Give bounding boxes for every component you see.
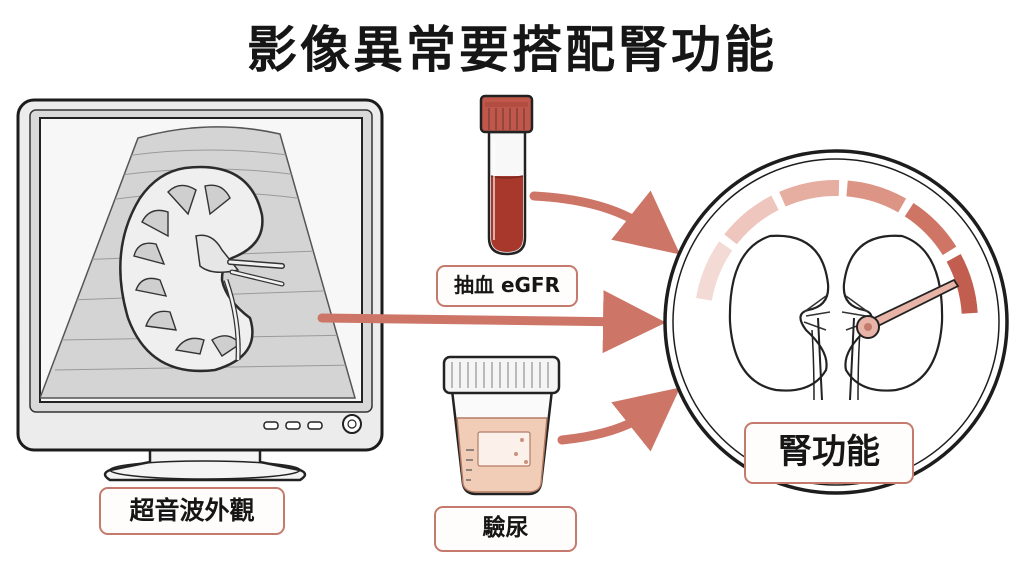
gauge-needle (856, 278, 960, 339)
gauge-segment (724, 195, 779, 245)
kidney-function-label: 腎功能 (744, 422, 914, 484)
arrow-ultrasound-to-kidney (317, 290, 666, 354)
gauge-segment (904, 203, 957, 256)
gauge-segment (696, 241, 733, 301)
arrow-blood-to-kidney (529, 190, 681, 255)
urine-sample-cup-icon (442, 355, 561, 496)
ultrasound-monitor-icon (16, 98, 384, 482)
kidney-function-gauge-icon (663, 149, 1009, 495)
gauge-segment (846, 180, 907, 213)
left-kidney-icon (728, 234, 831, 401)
monitor-buttons (263, 414, 362, 434)
arrows (317, 190, 681, 452)
urine-test-label: 驗尿 (434, 506, 577, 552)
gauge-segment (946, 254, 978, 314)
gauge-segments (696, 180, 978, 314)
arrow-urine-to-kidney (557, 387, 681, 452)
gauge-segment (779, 180, 840, 207)
blood-egfr-label: 抽血 eGFR (436, 265, 578, 307)
page-title: 影像異常要搭配腎功能 (247, 21, 777, 79)
blood-test-tube-icon (479, 94, 534, 256)
ultrasound-appearance-label: 超音波外觀 (99, 487, 285, 535)
